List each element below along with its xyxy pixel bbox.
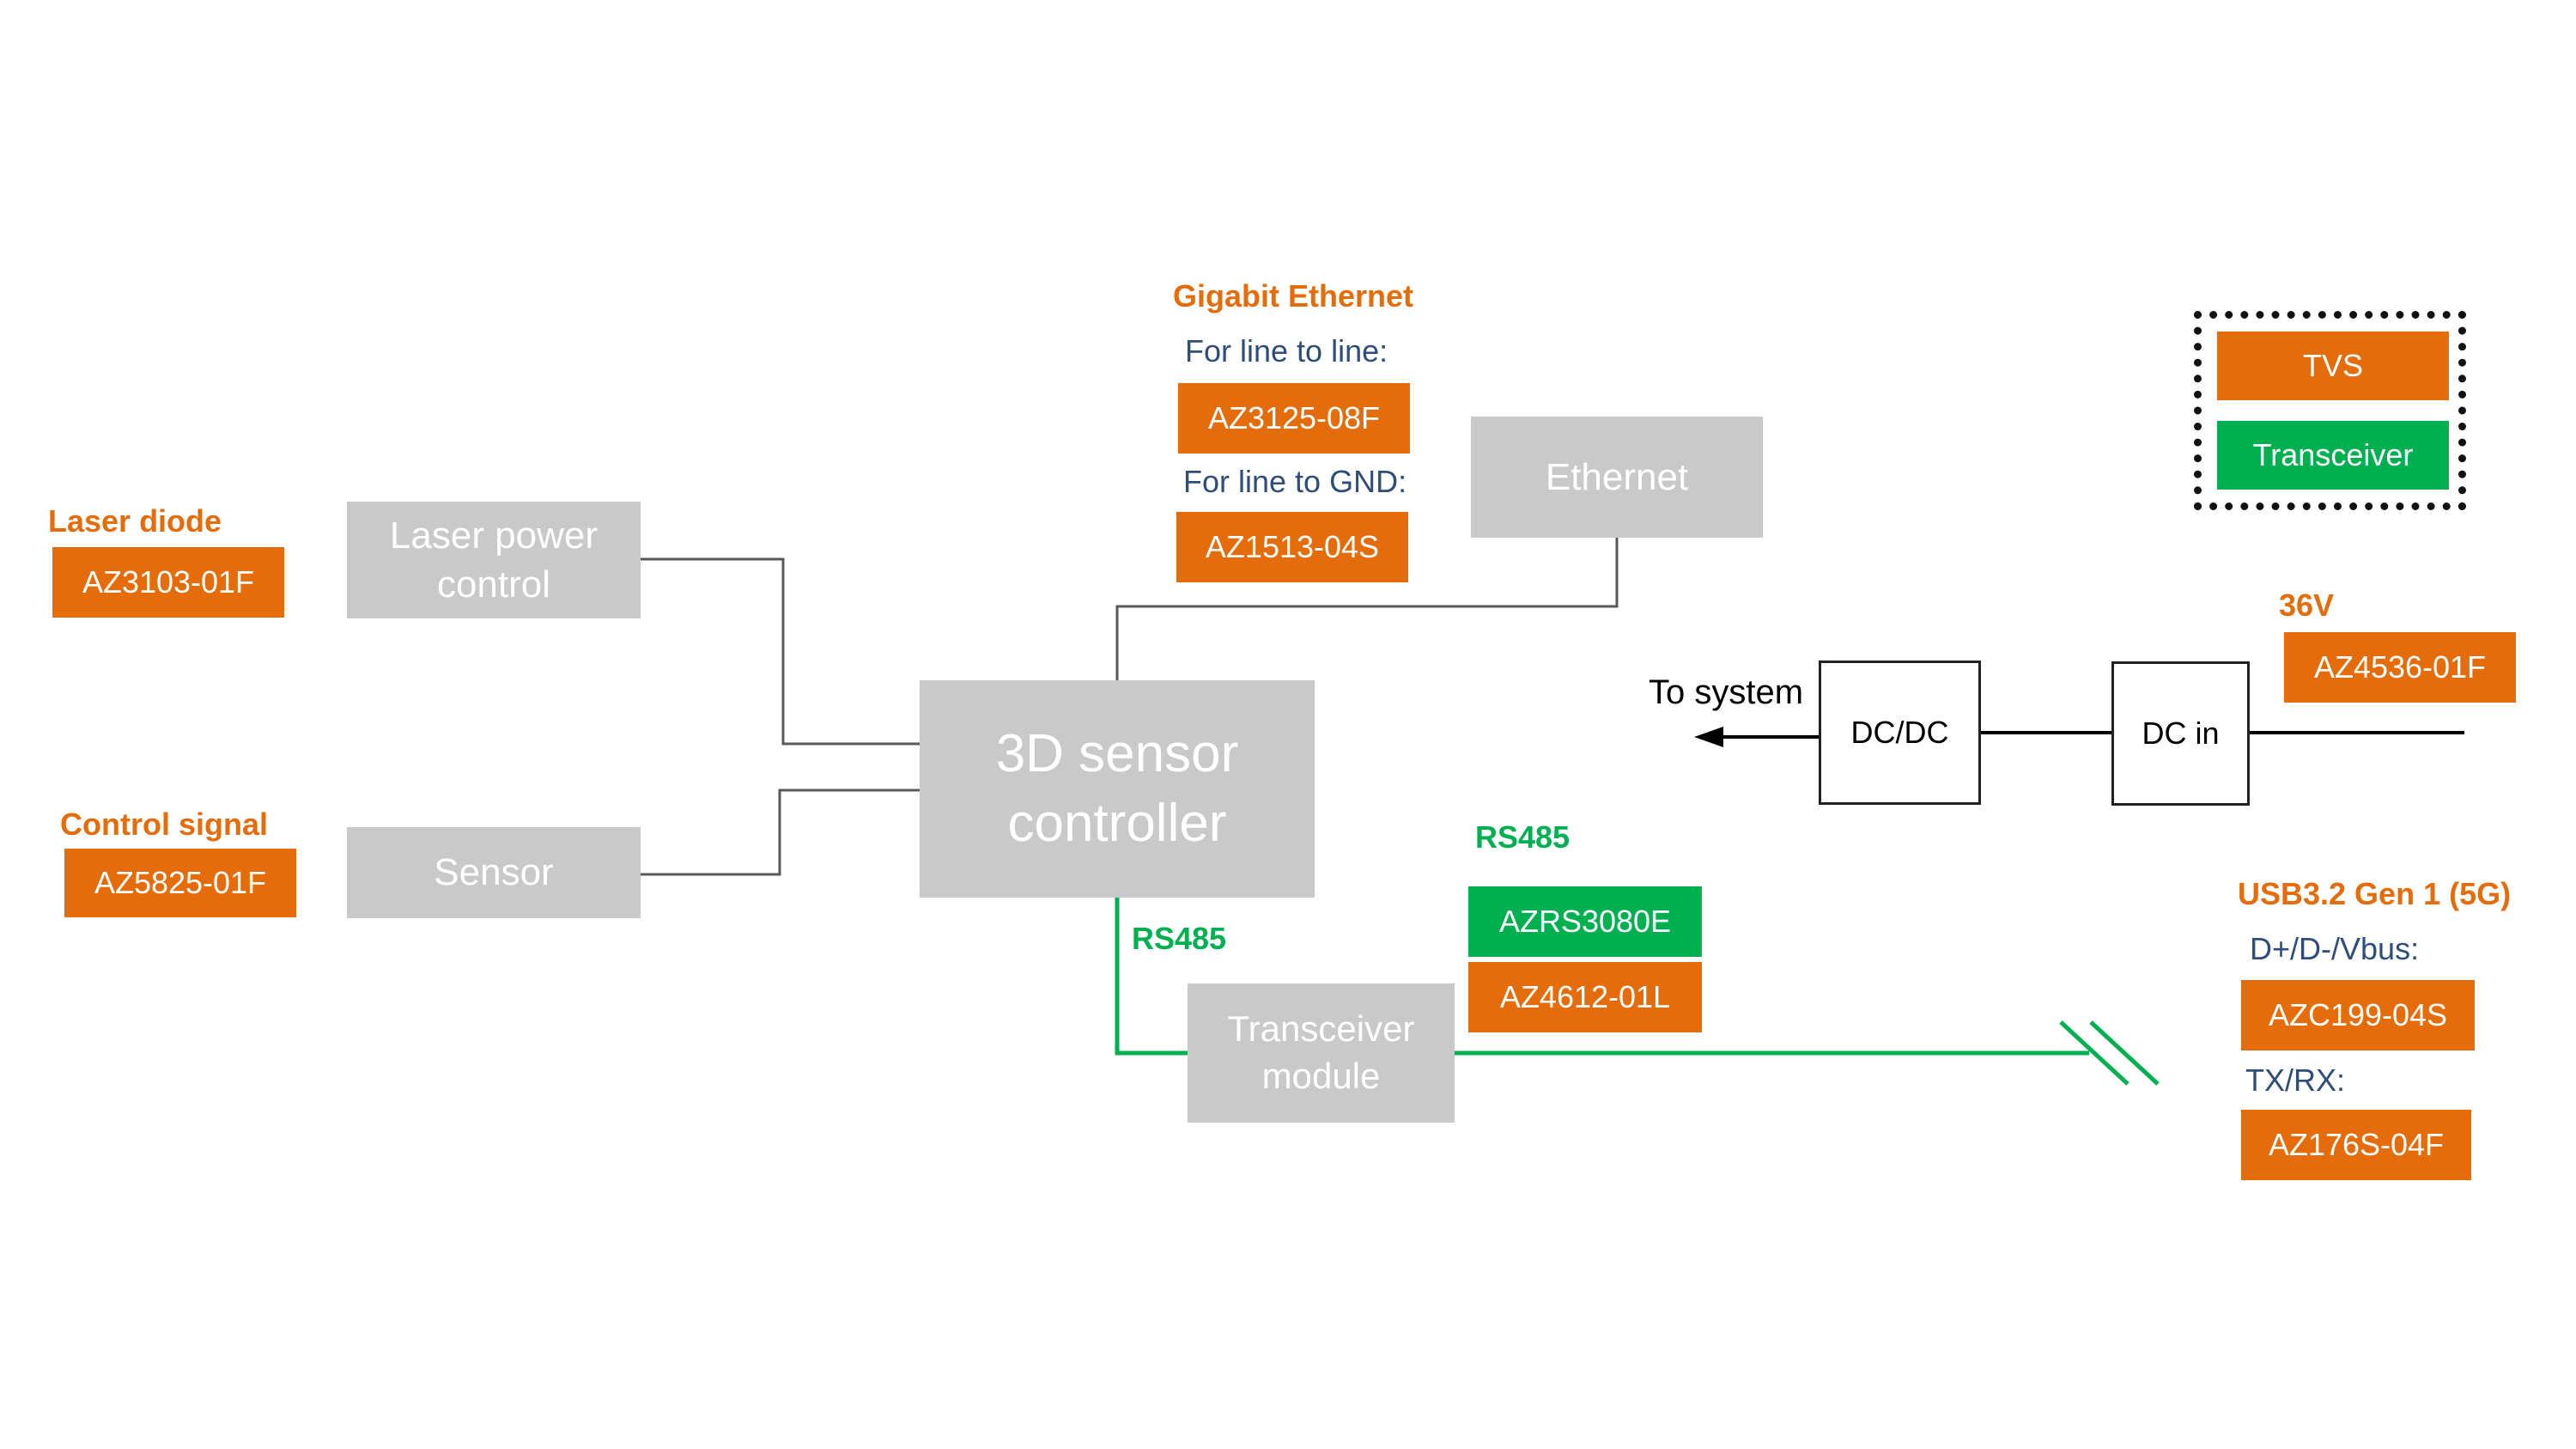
- to-system-arrowhead: [1694, 727, 1723, 747]
- usb-dd-part: AZC199-04S: [2241, 980, 2475, 1050]
- usb-txrx-label: TX/RX:: [2245, 1062, 2346, 1098]
- line-to-gnd-label: For line to GND:: [1183, 464, 1407, 499]
- rs485-parts-label: RS485: [1475, 819, 1571, 855]
- usb-dd-label: D+/D-/Vbus:: [2250, 931, 2420, 966]
- rs485-controller-line: [1115, 897, 1188, 1056]
- rs485-tvs-part: AZ4612-01L: [1468, 962, 1702, 1032]
- gigabit-ethernet-label: Gigabit Ethernet: [1173, 278, 1414, 314]
- laser-diode-part: AZ3103-01F: [52, 547, 284, 618]
- laser-diode-label: Laser diode: [48, 503, 222, 539]
- transceiver-module-block: Transceiver module: [1188, 983, 1455, 1123]
- dcdc-block: DC/DC: [1819, 661, 1981, 805]
- sensor-block: Sensor: [347, 827, 641, 918]
- break-mark-1: [2059, 1020, 2129, 1086]
- ethernet-block: Ethernet: [1471, 417, 1763, 538]
- rs485-transceiver-part: AZRS3080E: [1468, 886, 1702, 957]
- v36-label: 36V: [2279, 588, 2335, 623]
- break-mark-2: [2089, 1020, 2160, 1086]
- control-signal-part: AZ5825-01F: [64, 849, 296, 917]
- usb-txrx-part: AZ176S-04F: [2241, 1110, 2471, 1180]
- line-to-line-label: For line to line:: [1185, 333, 1388, 368]
- eth-gnd-part: AZ1513-04S: [1176, 512, 1408, 582]
- usb-label: USB3.2 Gen 1 (5G): [2238, 876, 2512, 911]
- laser-power-control-block: Laser power control: [347, 502, 641, 618]
- sensor-to-controller-line: [640, 788, 920, 876]
- to-system-label: To system: [1649, 673, 1804, 711]
- controller-to-ethernet-line: [1115, 537, 1619, 681]
- legend-transceiver: Transceiver: [2217, 421, 2449, 490]
- controller-block: 3D sensor controller: [920, 680, 1315, 898]
- eth-line-part: AZ3125-08F: [1178, 383, 1410, 454]
- laser-to-controller-line: [640, 557, 920, 746]
- rs485-line-label: RS485: [1132, 921, 1227, 956]
- v36-part: AZ4536-01F: [2284, 632, 2516, 703]
- control-signal-label: Control signal: [60, 807, 268, 842]
- legend-tvs: TVS: [2217, 332, 2449, 400]
- dcin-block: DC in: [2111, 661, 2250, 806]
